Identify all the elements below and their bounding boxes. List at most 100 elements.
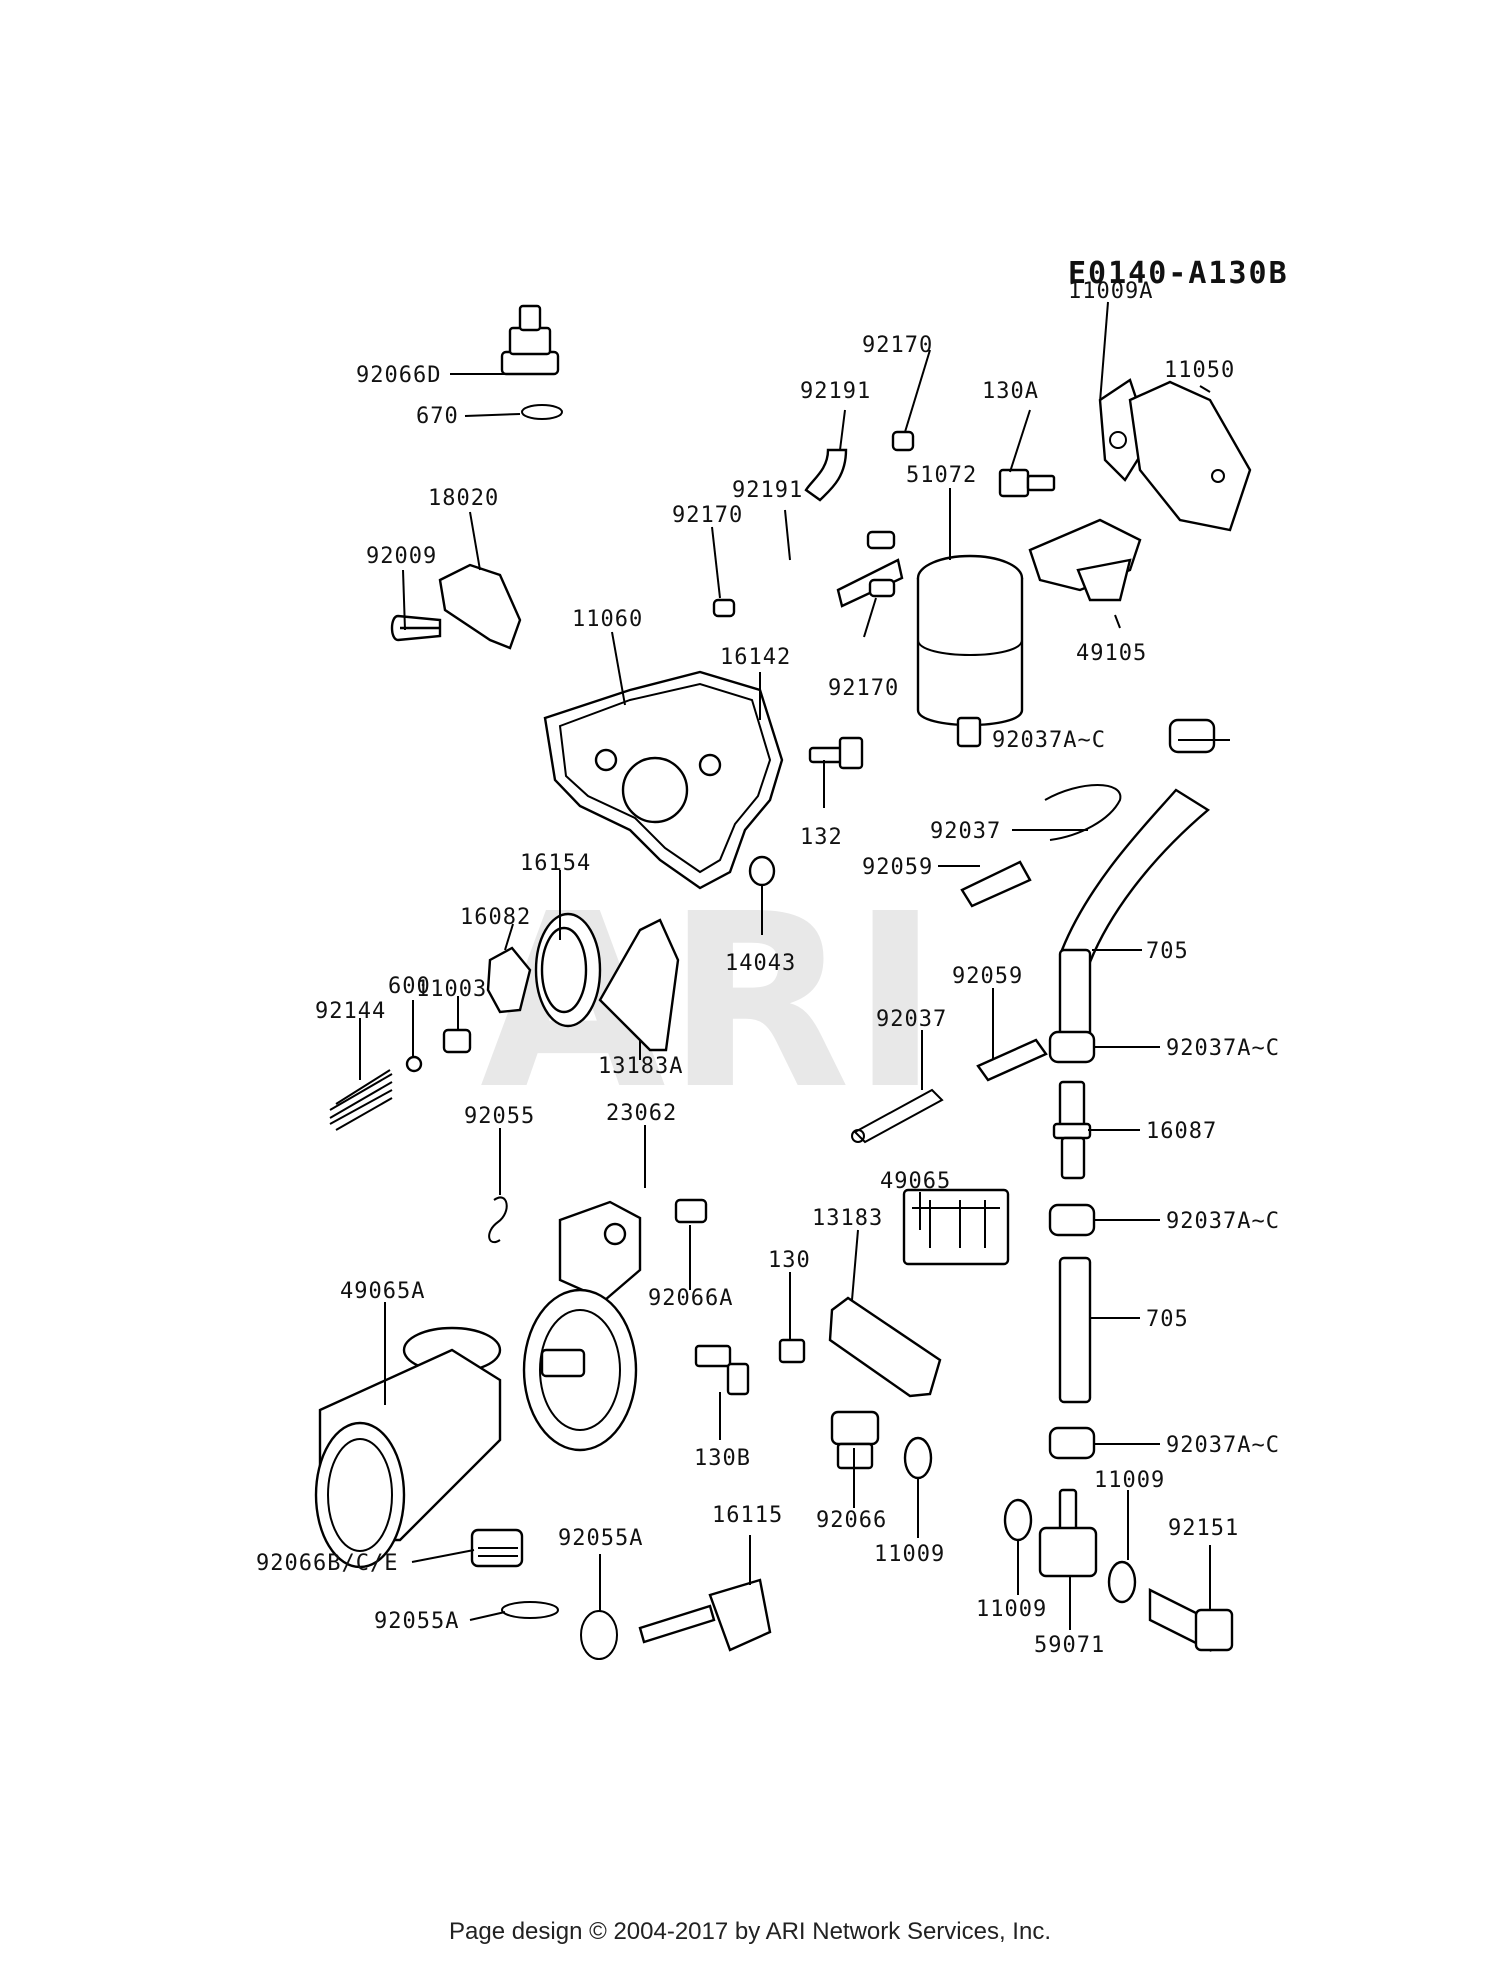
label-92037AC-d: 92037A~C [1166,1433,1280,1458]
label-92170-left: 92170 [672,503,743,528]
label-16115: 16115 [712,1503,783,1528]
fuel-hose-upper-part [804,448,848,502]
label-132: 132 [800,825,843,850]
fitting-59071-part [1038,1488,1098,1578]
label-11060: 11060 [572,607,643,632]
clamp-92037-b-part [1048,1030,1096,1064]
clamp-92037-d-part [1048,1426,1096,1460]
label-13183: 13183 [812,1206,883,1231]
plate-13183-part [828,1296,942,1398]
hose-705-upper-part [1060,788,1211,964]
bracket-11050-part [1128,380,1252,532]
o-ring-92055-part [488,1196,508,1243]
label-670: 670 [416,404,459,429]
hose-clamp-low-part [868,578,896,598]
label-92151: 92151 [1168,1516,1239,1541]
drain-plug-92066BCE-part [470,1528,524,1568]
label-11009-left: 11009 [976,1597,1047,1622]
label-92191-top: 92191 [800,379,871,404]
label-92066BCE: 92066B/C/E [256,1551,398,1576]
oil-filler-cap-part [500,304,560,376]
wire-92037-part [853,1088,944,1144]
page-footer: Page design © 2004-2017 by ARI Network S… [448,1918,1051,1945]
ball-600-part [405,1055,423,1073]
label-16087: 16087 [1146,1119,1217,1144]
bolt-92151-part [1148,1588,1234,1652]
label-92170-low: 92170 [828,676,899,701]
label-92059-upper: 92059 [862,855,933,880]
hose-705-short-part [1058,948,1092,1038]
label-11009-right: 11009 [1094,1468,1165,1493]
hose-705-lower-part [1058,1256,1092,1404]
tube-92059-upper-part [960,860,1032,908]
wire-92037-eye-part [851,1129,865,1143]
tube-92059-lower-part [976,1038,1048,1082]
label-92144: 92144 [315,999,386,1024]
label-16154: 16154 [520,851,591,876]
hose-clamp-mid-part [866,530,896,550]
clip-92037-part [1044,784,1122,841]
label-49105: 49105 [1076,641,1147,666]
o-ring-part [521,404,563,420]
leader-lines [359,301,1230,1630]
o-ring-92055A-small-part [501,1601,559,1619]
label-59071: 59071 [1034,1633,1105,1658]
label-11003: 11003 [416,977,487,1002]
plate-18020-part [390,563,522,650]
label-92037AC-b: 92037A~C [1166,1036,1280,1061]
label-92055A-left: 92055A [374,1609,459,1634]
hose-clamp-left-part [712,598,736,618]
label-92037-lower: 92037 [876,1007,947,1032]
clamp-92037-top-part [1168,718,1216,754]
label-16142: 16142 [720,645,791,670]
washer-11009-c-part [1107,1560,1137,1604]
spring-92144-part [329,1069,393,1131]
label-14043: 14043 [725,951,796,976]
pump-bolt-part [808,736,864,770]
o-ring-92055A-large-part [580,1610,618,1660]
part-number-labels: 92066D 670 18020 92009 11060 16142 92170… [256,279,1280,1658]
label-92009: 92009 [366,544,437,569]
washer-11009-b-part [1003,1498,1033,1542]
label-92170-top: 92170 [862,333,933,358]
washer-11009-a-part [903,1436,933,1480]
label-18020: 18020 [428,486,499,511]
label-92066: 92066 [816,1508,887,1533]
label-130B: 130B [694,1446,751,1471]
label-16082: 16082 [460,905,531,930]
label-11050: 11050 [1164,358,1235,383]
outer-rotor-part [534,912,602,1028]
label-705-upper: 705 [1146,939,1189,964]
oil-pressure-switch-part [902,1188,1010,1266]
label-92066A: 92066A [648,1286,733,1311]
plate-13183A-part [598,918,680,1052]
label-130A: 130A [982,379,1039,404]
bracket-49105-part [1028,518,1142,602]
label-92055A-right: 92055A [558,1526,643,1551]
label-23062: 23062 [606,1101,677,1126]
hose-clamp-top-part [891,430,915,452]
connector-16087-part [1052,1080,1092,1180]
label-49065A: 49065A [340,1279,425,1304]
label-705-lower: 705 [1146,1307,1189,1332]
label-92037AC-top: 92037A~C [992,728,1106,753]
oil-filter-bracket-part [522,1200,642,1452]
oil-filter-49065A-part [314,1326,502,1569]
label-11009A: 11009A [1068,279,1153,304]
label-49065: 49065 [880,1169,951,1194]
diagram-code: E0140-A130B [1068,256,1289,291]
label-11009-mid: 11009 [874,1542,945,1567]
label-600: 600 [388,974,431,999]
dipstick-16115-part [638,1578,772,1652]
label-130: 130 [768,1248,811,1273]
bolt-130A-part [998,468,1056,498]
inner-rotor-part [486,946,532,1014]
clamp-92037-c-part [1048,1203,1096,1237]
label-92191-mid: 92191 [732,478,803,503]
label-92066D: 92066D [356,363,441,388]
fuel-filter-51072-part [916,554,1024,748]
pump-cover-gasket-part [543,670,784,890]
label-92037AC-c: 92037A~C [1166,1209,1280,1234]
